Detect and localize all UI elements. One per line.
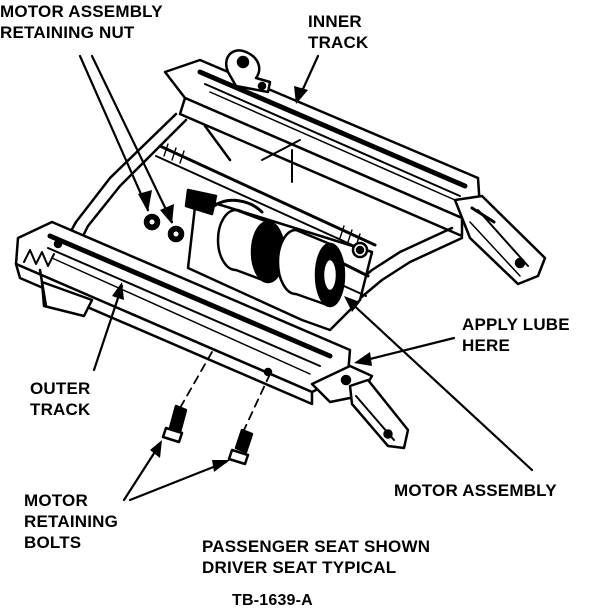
label-line: MOTOR ASSEMBLY	[0, 2, 163, 21]
label-motor-retaining-bolts: MOTOR RETAINING BOLTS	[24, 490, 118, 553]
retaining-bolts	[161, 351, 271, 466]
caption-line: DRIVER SEAT TYPICAL	[202, 558, 397, 577]
leader-lines	[78, 54, 534, 502]
outer-track	[14, 220, 410, 450]
label-line: TRACK	[30, 400, 91, 419]
figure-id-text: TB-1639-A	[232, 592, 313, 609]
caption: PASSENGER SEAT SHOWN DRIVER SEAT TYPICAL	[202, 536, 430, 578]
label-line: INNER	[308, 12, 362, 31]
label-line: HERE	[462, 336, 511, 355]
inner-track	[163, 49, 547, 286]
figure-id: TB-1639-A	[232, 590, 313, 611]
label-motor-assembly-retaining-nut: MOTOR ASSEMBLY RETAINING NUT	[0, 1, 163, 43]
label-line: APPLY LUBE	[462, 315, 570, 334]
retaining-nuts	[143, 213, 185, 243]
label-line: BOLTS	[24, 533, 82, 552]
label-line: MOTOR	[24, 491, 88, 510]
label-inner-track: INNER TRACK	[308, 11, 369, 53]
label-line: OUTER	[30, 379, 91, 398]
label-line: RETAINING	[24, 512, 119, 531]
motor-assembly	[184, 188, 374, 332]
label-line: RETAINING NUT	[0, 23, 135, 42]
label-outer-track: OUTER TRACK	[30, 378, 91, 420]
arrowheads	[112, 86, 372, 472]
label-motor-assembly: MOTOR ASSEMBLY	[394, 480, 557, 501]
caption-line: PASSENGER SEAT SHOWN	[202, 537, 431, 556]
label-line: TRACK	[308, 33, 369, 52]
label-line: MOTOR ASSEMBLY	[394, 481, 557, 500]
label-apply-lube-here: APPLY LUBE HERE	[462, 314, 570, 356]
